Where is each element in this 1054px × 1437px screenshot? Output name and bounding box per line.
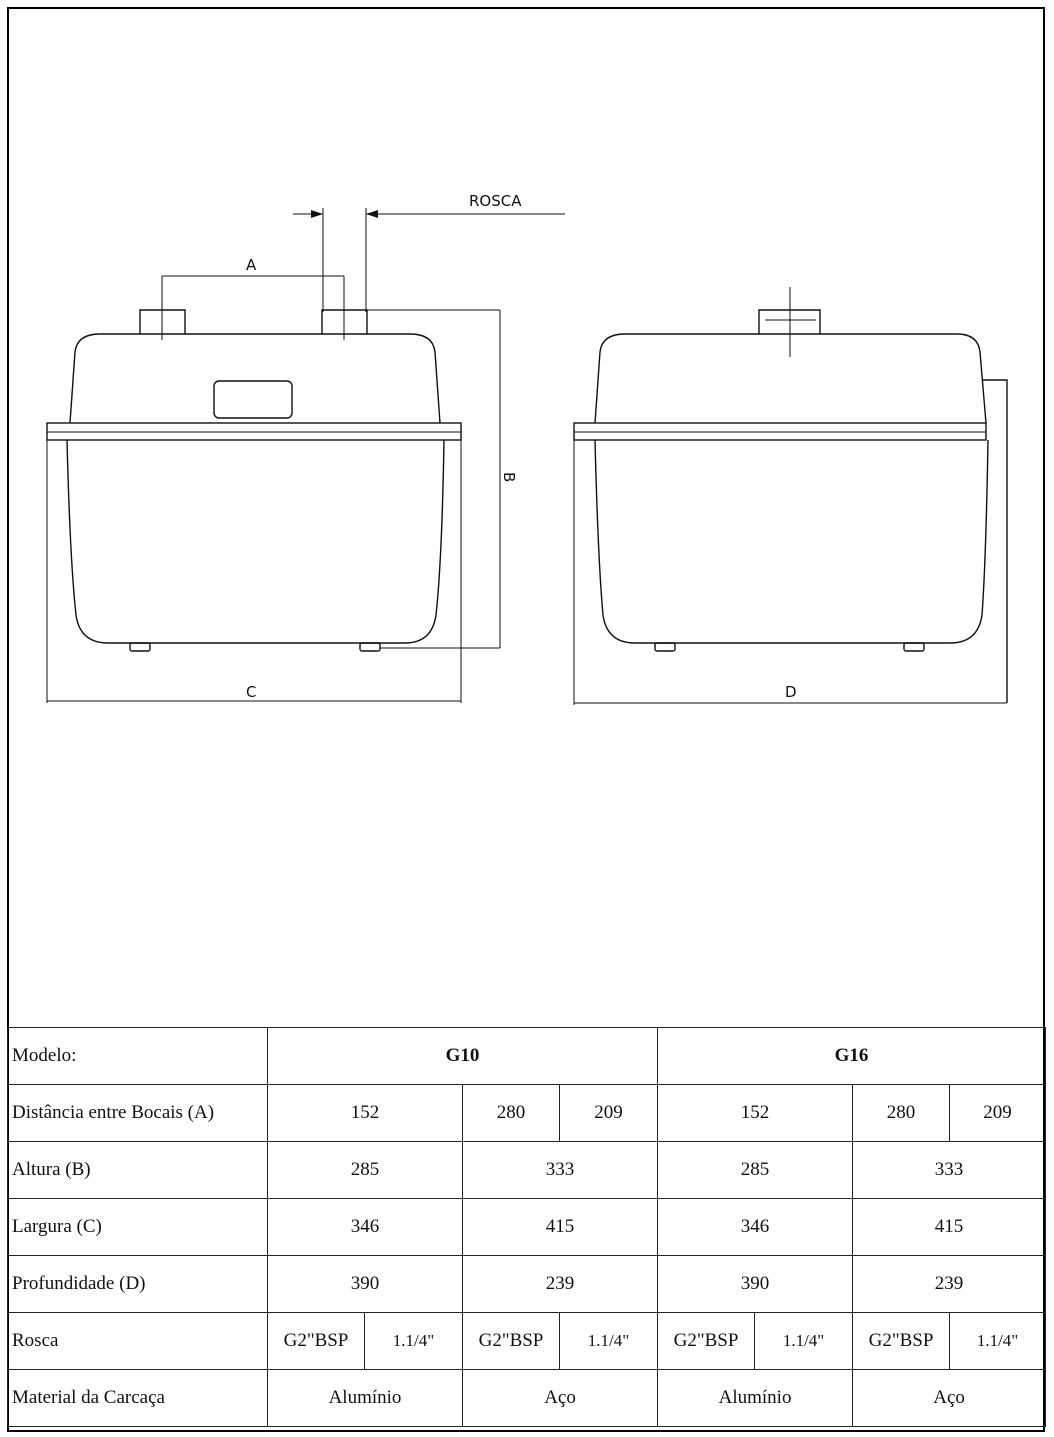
label-d: D (785, 683, 797, 701)
side-upper-body (594, 333, 987, 424)
side-view (573, 287, 1008, 703)
front-foot-right (359, 642, 381, 652)
model-cell: G10 (266, 1027, 659, 1085)
row-modelo: Modelo: G10 G16 (7, 1027, 1047, 1085)
label-c: C (246, 683, 256, 701)
value-cell: Aço (461, 1369, 659, 1427)
side-foot-left (654, 642, 676, 652)
value-cell: 209 (558, 1084, 659, 1142)
row-largura: Largura (C) 346 415 346 415 (7, 1198, 1047, 1256)
specification-table: Modelo: G10 G16 Distância entre Bocais (… (7, 1027, 1047, 1427)
dimension-b: B (367, 309, 518, 649)
side-bracket (982, 379, 1008, 703)
front-lower-body (66, 439, 445, 644)
row-header: Largura (C) (7, 1198, 268, 1256)
value-cell: 152 (267, 1084, 463, 1142)
dimension-c: C (46, 440, 462, 703)
label-rosca: ROSCA (469, 192, 522, 210)
value-cell: 390 (657, 1255, 854, 1313)
value-cell: G2"BSP (462, 1312, 560, 1370)
value-cell: 333 (852, 1141, 1047, 1199)
row-header: Modelo: (7, 1027, 268, 1085)
row-header: Rosca (7, 1312, 268, 1370)
dimension-d: D (573, 440, 1007, 705)
side-foot-right (903, 642, 925, 652)
value-cell: Aço (852, 1369, 1047, 1427)
value-cell: 152 (657, 1084, 854, 1142)
value-cell: 280 (852, 1084, 951, 1142)
value-cell: Alumínio (267, 1369, 463, 1427)
value-cell: 333 (461, 1141, 659, 1199)
value-cell: 1.1/4" (754, 1312, 854, 1370)
value-cell: 1.1/4" (364, 1312, 463, 1370)
value-cell: 239 (852, 1255, 1047, 1313)
technical-drawing: ROSCA A B C (46, 192, 1008, 705)
value-cell: 285 (657, 1141, 854, 1199)
row-material: Material da Carcaça Alumínio Aço Alumíni… (7, 1369, 1047, 1427)
value-cell: G2"BSP (267, 1312, 365, 1370)
row-header: Material da Carcaça (7, 1369, 268, 1427)
value-cell: 415 (461, 1198, 659, 1256)
row-header: Distância entre Bocais (A) (7, 1084, 268, 1142)
model-cell: G16 (657, 1027, 1047, 1085)
value-cell: 1.1/4" (558, 1312, 659, 1370)
label-a: A (246, 256, 257, 274)
side-lower-body (594, 439, 989, 644)
front-upper-body (69, 333, 441, 424)
value-cell: 1.1/4" (949, 1312, 1047, 1370)
row-distancia: Distância entre Bocais (A) 152 280 209 1… (7, 1084, 1047, 1142)
value-cell: 346 (657, 1198, 854, 1256)
value-cell: 239 (461, 1255, 659, 1313)
row-rosca: Rosca G2"BSP 1.1/4" G2"BSP 1.1/4" G2"BSP… (7, 1312, 1047, 1370)
dimension-rosca: ROSCA (293, 192, 565, 312)
value-cell: Alumínio (657, 1369, 854, 1427)
row-profundidade: Profundidade (D) 390 239 390 239 (7, 1255, 1047, 1313)
value-cell: 285 (267, 1141, 463, 1199)
dimension-a: A (161, 256, 345, 340)
front-foot-left (129, 642, 151, 652)
value-cell: G2"BSP (657, 1312, 756, 1370)
label-b: B (500, 472, 518, 482)
value-cell: 280 (462, 1084, 560, 1142)
display-window (213, 380, 293, 419)
value-cell: 346 (267, 1198, 463, 1256)
value-cell: 390 (267, 1255, 463, 1313)
row-header: Profundidade (D) (7, 1255, 268, 1313)
row-altura: Altura (B) 285 333 285 333 (7, 1141, 1047, 1199)
value-cell: 209 (949, 1084, 1047, 1142)
value-cell: 415 (852, 1198, 1047, 1256)
value-cell: G2"BSP (852, 1312, 951, 1370)
row-header: Altura (B) (7, 1141, 268, 1199)
front-view (46, 309, 462, 652)
